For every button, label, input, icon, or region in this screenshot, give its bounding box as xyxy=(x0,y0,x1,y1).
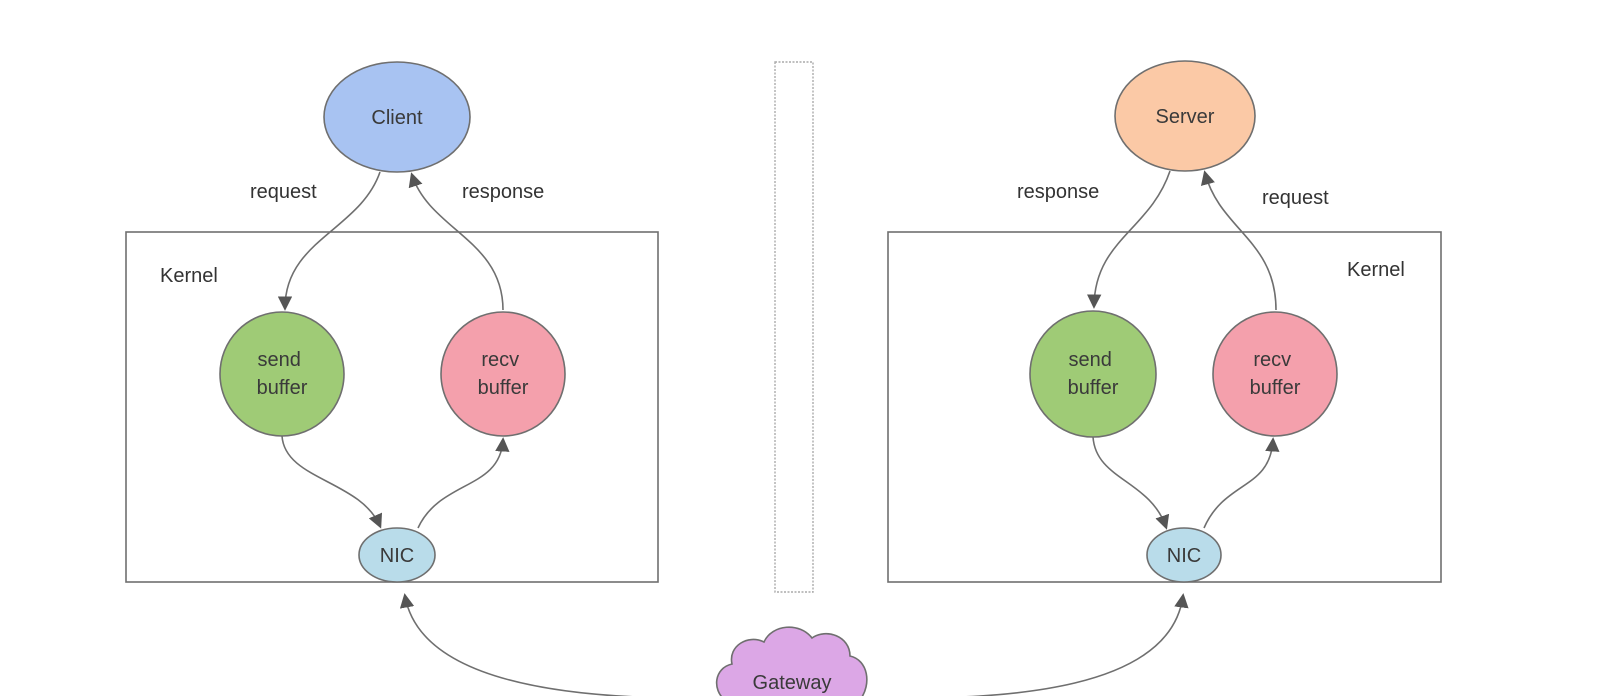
recv-to-client-edge xyxy=(408,172,504,311)
server-nic-to-gateway-edge xyxy=(965,593,1189,696)
client-node-label: Client xyxy=(371,107,423,129)
client-nic-node xyxy=(358,527,436,583)
server-nic-node xyxy=(1146,527,1222,583)
server-recv-buffer-node xyxy=(1212,311,1338,437)
server-send-to-nic-edge xyxy=(1092,436,1170,530)
server-kernel-label: Kernel xyxy=(1347,259,1405,281)
server-send-buffer-label: send buffer xyxy=(1068,349,1119,399)
server-request-label: request xyxy=(1262,187,1329,209)
nic-to-recv-edge xyxy=(417,437,510,529)
client-side: Kernel Client request response send buff… xyxy=(125,61,659,583)
client-send-buffer-node xyxy=(219,311,345,437)
recv-to-server-edge xyxy=(1200,170,1277,311)
client-send-buffer-label: send buffer xyxy=(257,349,308,399)
server-kernel-box xyxy=(887,231,1442,583)
server-send-buffer-node xyxy=(1029,310,1157,438)
client-request-label: request xyxy=(250,181,317,203)
client-recv-buffer-label: recv buffer xyxy=(478,349,529,399)
gateway-cloud xyxy=(715,626,868,696)
server-nic-label: NIC xyxy=(1167,545,1201,567)
server-node xyxy=(1114,60,1256,172)
gateway: Gateway xyxy=(399,593,1189,696)
server-side: Kernel Server response request send buff… xyxy=(887,60,1442,583)
client-to-send-edge xyxy=(277,171,381,311)
send-to-nic-edge xyxy=(281,435,382,529)
center-divider xyxy=(774,61,814,593)
server-nic-to-recv-edge xyxy=(1203,437,1280,529)
server-recv-buffer-label: recv buffer xyxy=(1250,349,1301,399)
client-kernel-label: Kernel xyxy=(160,265,218,287)
client-response-label: response xyxy=(462,181,544,203)
client-nic-to-gateway-edge xyxy=(399,593,634,696)
server-node-label: Server xyxy=(1156,106,1215,128)
server-to-send-edge xyxy=(1086,170,1171,309)
client-nic-label: NIC xyxy=(380,545,414,567)
client-recv-buffer-node xyxy=(440,311,566,437)
client-node xyxy=(323,61,471,173)
server-response-label: response xyxy=(1017,181,1099,203)
gateway-label: Gateway xyxy=(753,672,832,694)
